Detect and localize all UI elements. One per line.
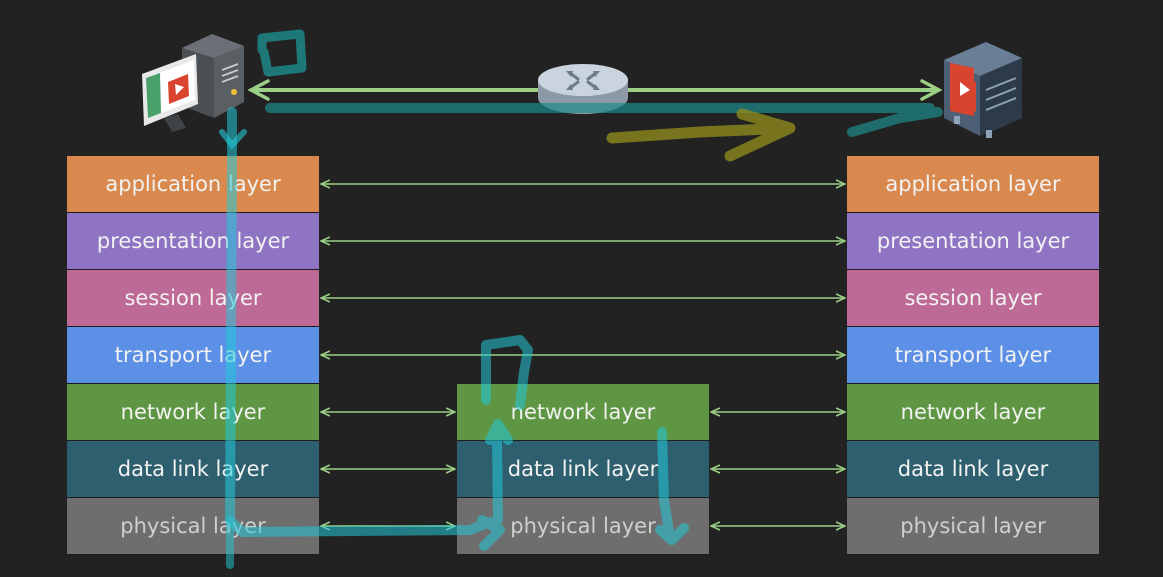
layer-label: transport layer xyxy=(114,343,272,367)
layer-datalink: data link layer xyxy=(67,441,319,498)
media-server-icon xyxy=(944,42,1022,138)
layer-label: network layer xyxy=(900,400,1046,424)
layer-label: data link layer xyxy=(897,457,1049,481)
layer-label: presentation layer xyxy=(96,229,290,253)
layer-label: application layer xyxy=(885,172,1061,196)
layer-label: transport layer xyxy=(894,343,1052,367)
layer-network: network layer xyxy=(847,384,1099,441)
layer-application: application layer xyxy=(67,156,319,213)
desktop-computer-icon xyxy=(142,34,244,132)
layer-label: network layer xyxy=(120,400,266,424)
layer-label: application layer xyxy=(105,172,281,196)
layer-transport: transport layer xyxy=(847,327,1099,384)
layer-transport: transport layer xyxy=(67,327,319,384)
layer-session: session layer xyxy=(67,270,319,327)
layer-network: network layer xyxy=(457,384,709,441)
layer-session: session layer xyxy=(847,270,1099,327)
layer-label: physical layer xyxy=(120,514,266,538)
layer-label: session layer xyxy=(124,286,262,310)
layer-datalink: data link layer xyxy=(457,441,709,498)
layer-physical: physical layer xyxy=(67,498,319,555)
layer-label: presentation layer xyxy=(876,229,1070,253)
router-icon xyxy=(538,64,628,114)
layer-label: data link layer xyxy=(507,457,659,481)
layer-label: session layer xyxy=(904,286,1042,310)
layer-presentation: presentation layer xyxy=(847,213,1099,270)
layer-physical: physical layer xyxy=(457,498,709,555)
layer-label: data link layer xyxy=(117,457,269,481)
layer-presentation: presentation layer xyxy=(67,213,319,270)
layer-physical: physical layer xyxy=(847,498,1099,555)
layer-label: physical layer xyxy=(510,514,656,538)
layer-network: network layer xyxy=(67,384,319,441)
layer-application: application layer xyxy=(847,156,1099,213)
layer-label: physical layer xyxy=(900,514,1046,538)
layer-label: network layer xyxy=(510,400,656,424)
layer-datalink: data link layer xyxy=(847,441,1099,498)
